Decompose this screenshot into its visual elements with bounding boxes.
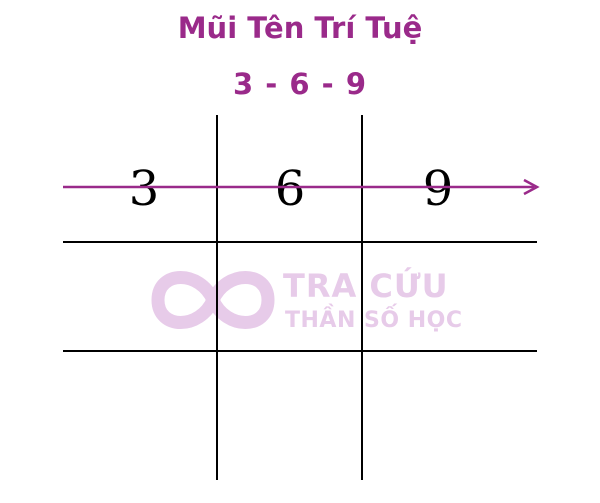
watermark: TRA CỨU THẦN SỐ HỌC [151,266,462,333]
diagram-subtitle: 3 - 6 - 9 [233,67,367,101]
diagram-title: Mũi Tên Trí Tuệ [177,11,423,45]
watermark-line-2: THẦN SỐ HỌC [285,304,462,333]
infinity-icon [151,271,275,329]
grid-lines [63,115,537,480]
watermark-line-1: TRA CỨU [283,266,449,305]
cell-number-6: 6 [275,161,306,217]
cell-number-3: 3 [129,161,160,217]
arrow-head-icon [523,178,540,196]
cell-number-9: 9 [423,161,454,217]
arrow [63,178,540,196]
